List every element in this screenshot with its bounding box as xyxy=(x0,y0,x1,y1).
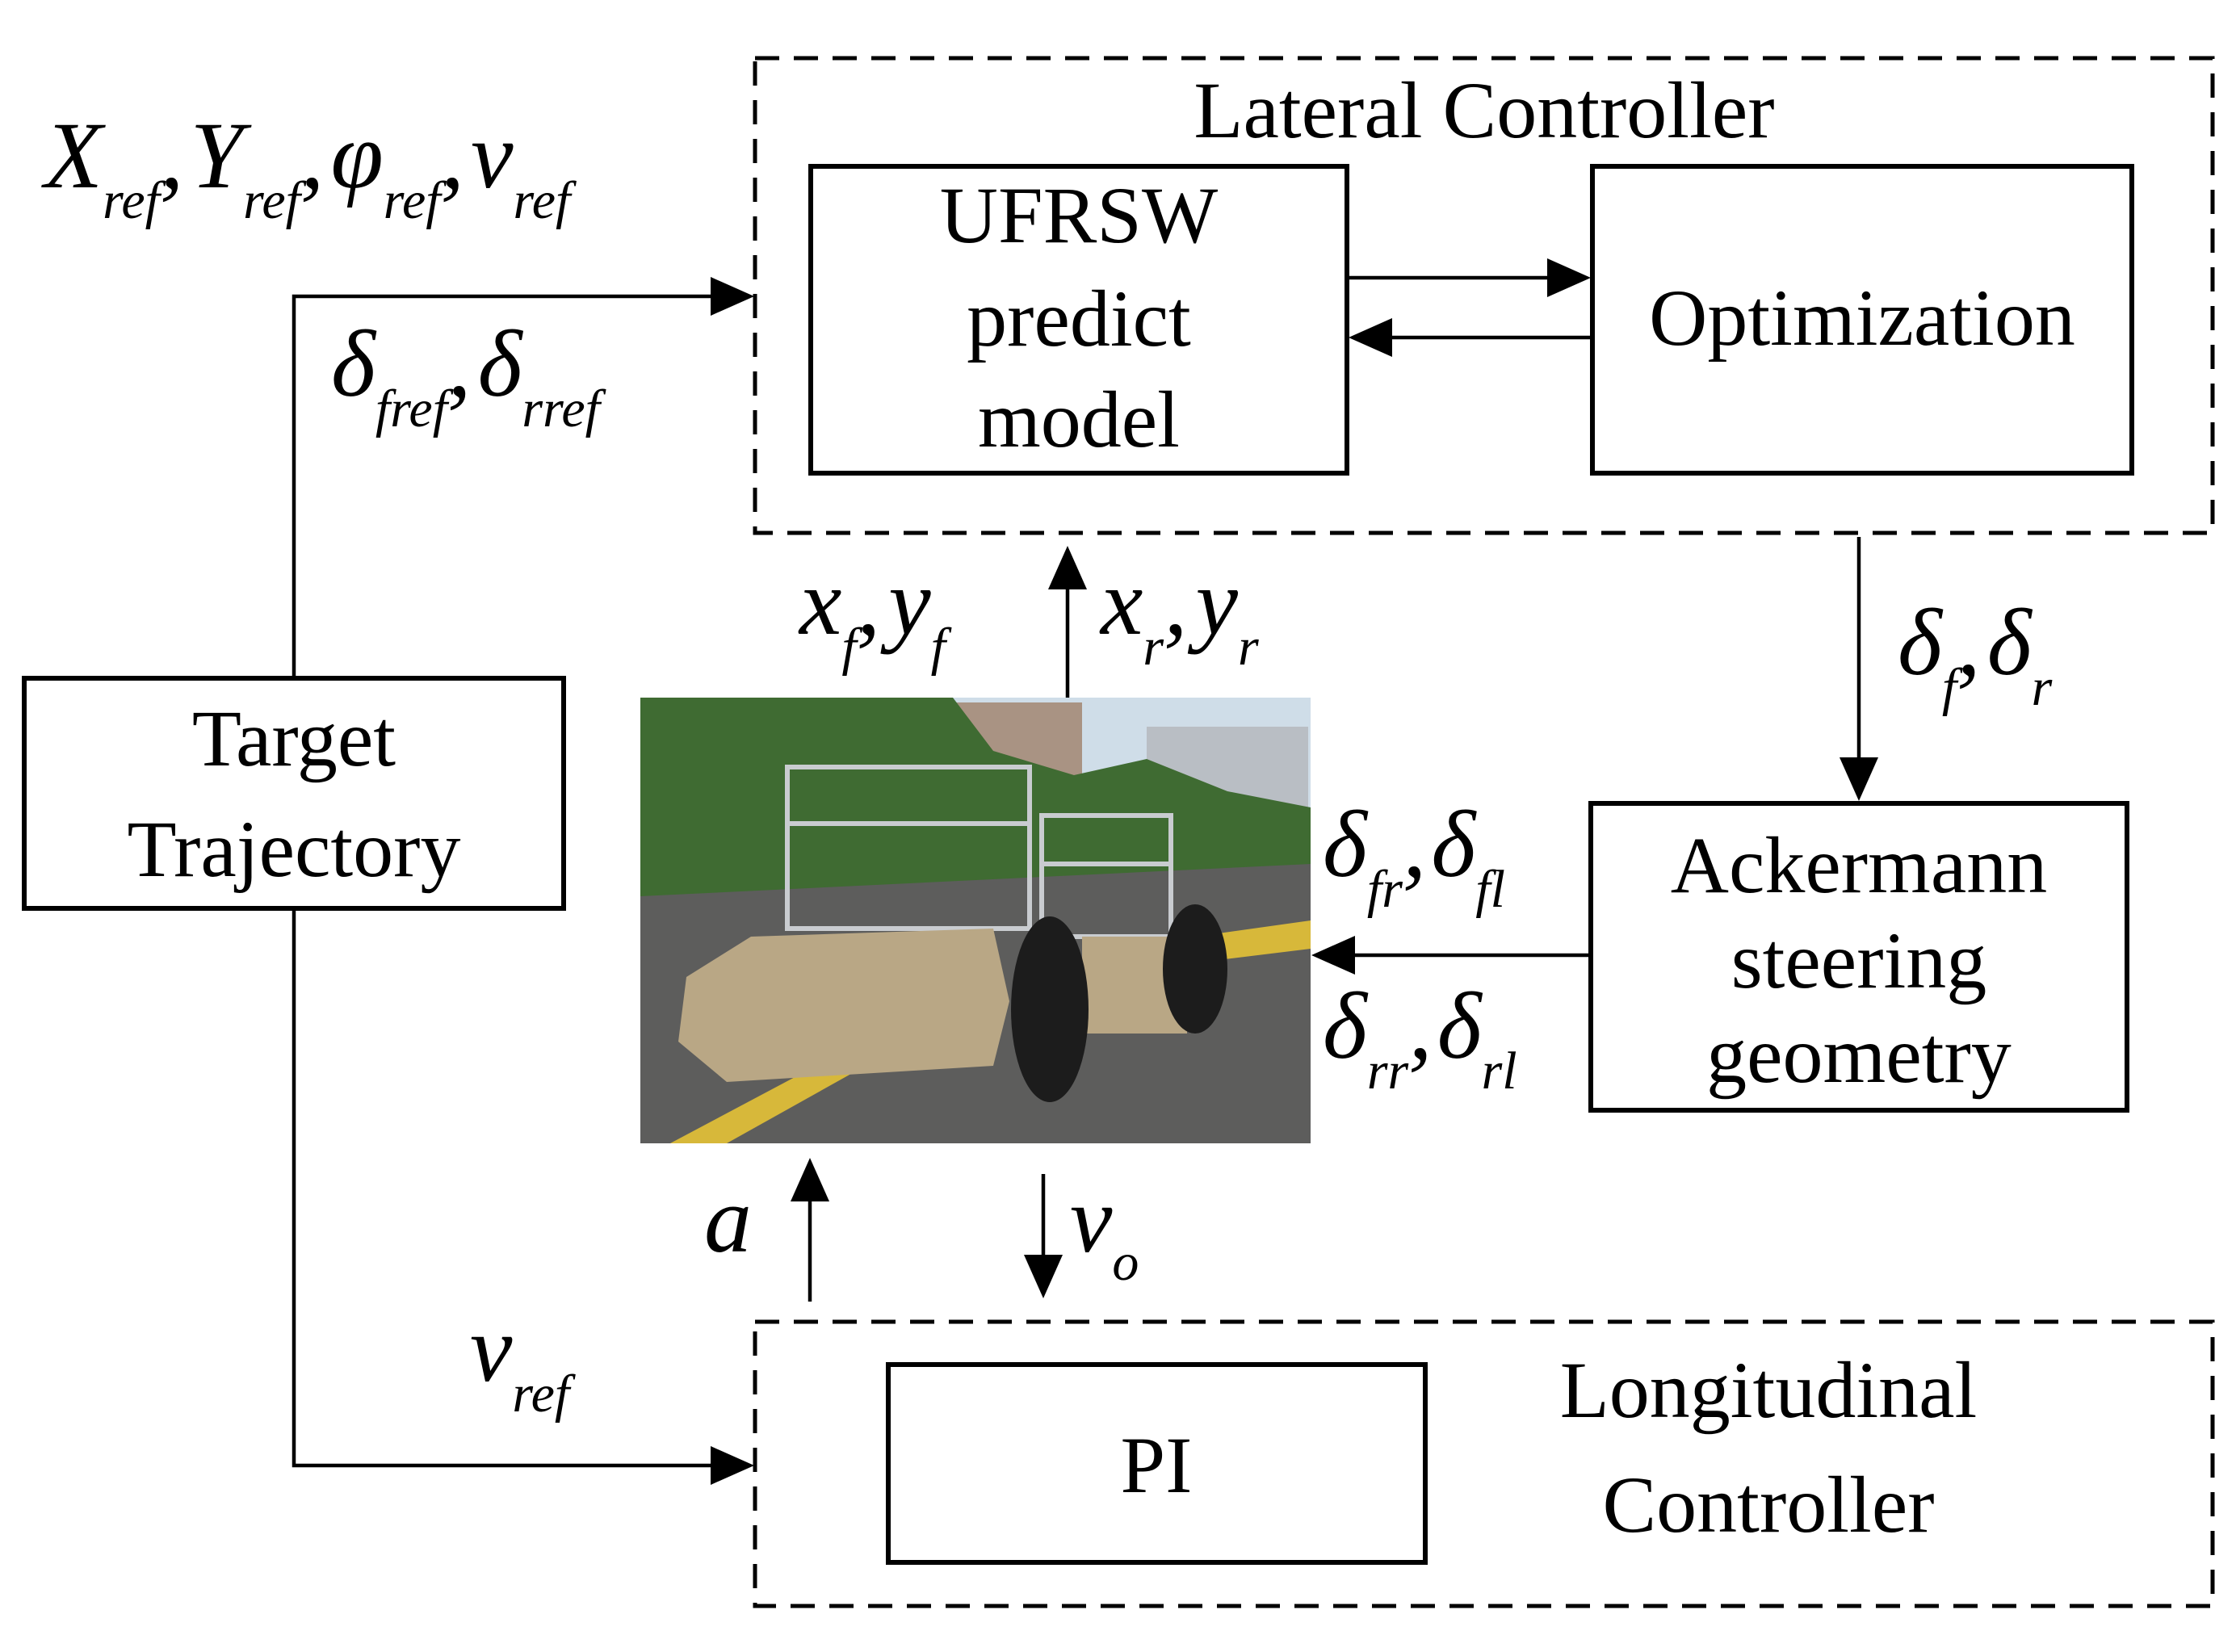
target-trajectory-block[interactable]: Target Trajectory xyxy=(22,676,566,911)
pi-label: PI xyxy=(1121,1420,1193,1510)
longitudinal-controller-frame xyxy=(753,1319,2215,1608)
photo-vehicle-frame xyxy=(785,765,1173,939)
optimization-label: Optimization xyxy=(1649,273,2075,363)
axle-positions-rear-label: xr,yr xyxy=(1099,549,1259,677)
optimization-block[interactable]: Optimization xyxy=(1590,164,2134,476)
longitudinal-controller-title-2: Controller xyxy=(1602,1460,1934,1549)
vehicle-to-lateral-arrow xyxy=(1048,546,1087,698)
acceleration-arrow xyxy=(791,1158,829,1302)
ackermann-line-3: geometry xyxy=(1706,1010,2012,1100)
ackermann-line-2: steering xyxy=(1731,916,1987,1005)
pi-block[interactable]: PI xyxy=(886,1362,1428,1565)
vehicle-photo xyxy=(640,698,1311,1143)
reference-to-longitudinal-arrow xyxy=(292,908,754,1485)
photo-rear-wheel xyxy=(1163,904,1227,1034)
predict-model-block[interactable]: UFRSW predict model xyxy=(808,164,1349,476)
reference-to-lateral-arrow xyxy=(292,277,754,678)
target-trajectory-line-1: Target xyxy=(192,694,396,783)
steering-output-label: δf,δr xyxy=(1898,589,2053,717)
velocity-reference-label: vref xyxy=(470,1296,576,1423)
velocity-arrow xyxy=(1024,1174,1063,1298)
photo-front-wheel xyxy=(1011,916,1089,1102)
ackermann-to-vehicle-arrow xyxy=(1311,936,1591,975)
lateral-controller-title: Lateral Controller xyxy=(1194,65,1774,155)
rear-wheel-angles-label: δrr,δrl xyxy=(1323,973,1517,1101)
predict-model-line-2: predict xyxy=(967,274,1191,363)
predict-model-line-1: UFRSW xyxy=(940,170,1219,260)
acceleration-label: a xyxy=(704,1167,752,1273)
photo-vehicle-body xyxy=(678,929,1009,1082)
target-trajectory-line-2: Trajectory xyxy=(128,804,461,894)
axle-positions-front-label: xf,yf xyxy=(798,549,952,677)
reference-inputs-label: Xref,Yref,φref,vref xyxy=(41,103,577,230)
front-wheel-angles-label: δfr,δfl xyxy=(1323,791,1505,919)
ackermann-block[interactable]: Ackermann steering geometry xyxy=(1588,801,2129,1113)
lateral-to-ackermann-arrow xyxy=(1840,537,1878,801)
predict-model-line-3: model xyxy=(978,375,1180,464)
lateral-controller-frame xyxy=(753,56,2215,535)
model-to-optimization-arrow xyxy=(1347,258,1591,297)
ackermann-line-1: Ackermann xyxy=(1671,820,2047,910)
photo-trees xyxy=(640,698,1311,929)
longitudinal-controller-title-1: Longitudinal xyxy=(1560,1345,1978,1435)
velocity-label: vo xyxy=(1070,1167,1139,1292)
optimization-to-model-arrow xyxy=(1349,318,1592,357)
steering-reference-label: δfref,δrref xyxy=(331,311,606,438)
